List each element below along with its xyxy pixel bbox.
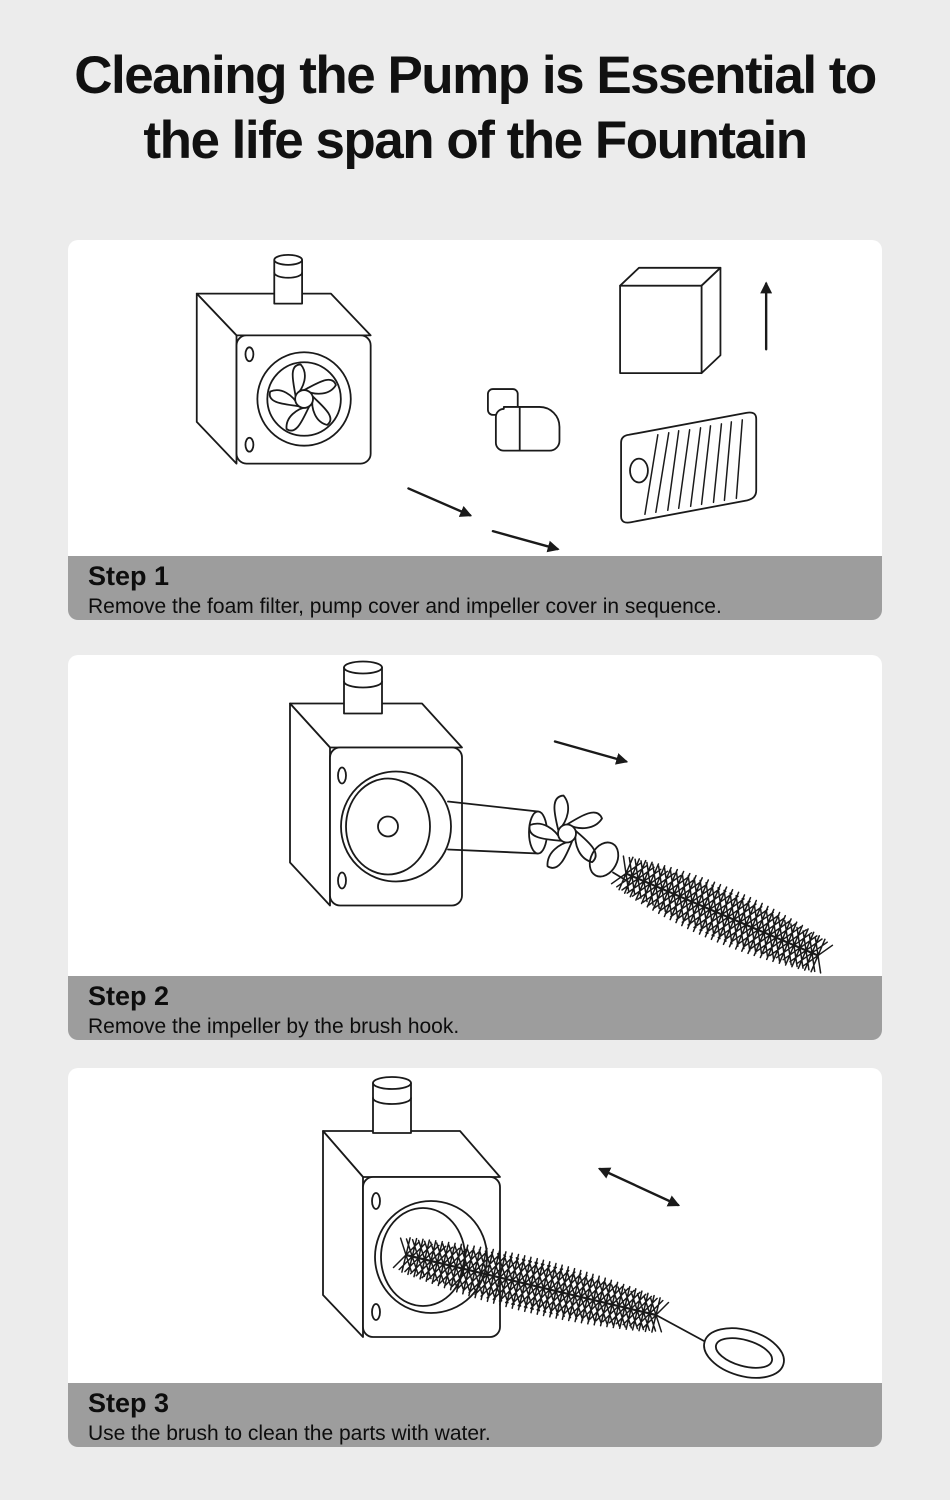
step3-label: Step 3 [88, 1388, 170, 1418]
foam-filter-drawing [619, 266, 722, 375]
double-arrow-icon [597, 1167, 681, 1207]
step1-label: Step 1 [88, 561, 170, 591]
pump-drawing [195, 254, 372, 465]
step3-footer: Step 3 Use the brush to clean the parts … [68, 1383, 882, 1447]
step3-card: Step 3 Use the brush to clean the parts … [68, 1068, 882, 1447]
page-title: Cleaning the Pump is Essential to the li… [0, 44, 950, 173]
step2-description: Remove the impeller by the brush hook. [88, 1014, 460, 1038]
step1-illustration [195, 254, 773, 553]
step2-illustration [289, 660, 834, 974]
step2-label: Step 2 [88, 981, 170, 1011]
brush-handle-drawing [655, 1314, 785, 1379]
step1-footer: Step 1 Remove the foam filter, pump cove… [68, 556, 882, 620]
step3-description: Use the brush to clean the parts with wa… [88, 1421, 491, 1445]
arrow-icon [491, 529, 560, 553]
step2-card: Step 2 Remove the impeller by the brush … [68, 655, 882, 1040]
impeller-drawing [256, 351, 352, 447]
brush-drawing [392, 1237, 670, 1333]
impeller-drawing [447, 792, 603, 872]
brush-drawing [610, 855, 834, 974]
page-title-line2: the life span of the Fountain [143, 110, 808, 170]
step1-description: Remove the foam filter, pump cover and i… [88, 594, 722, 618]
page-title-line1: Cleaning the Pump is Essential to [74, 46, 877, 105]
step3-illustration [322, 1076, 785, 1379]
arrow-icon [553, 740, 629, 765]
arrow-icon [407, 487, 473, 517]
step1-card: Step 1 Remove the foam filter, pump cove… [68, 240, 882, 620]
pump-drawing [289, 660, 463, 907]
impeller-cover-drawing [487, 388, 561, 452]
pump-cover-drawing [620, 411, 758, 524]
pump-drawing [322, 1076, 501, 1338]
step2-footer: Step 2 Remove the impeller by the brush … [68, 976, 882, 1040]
